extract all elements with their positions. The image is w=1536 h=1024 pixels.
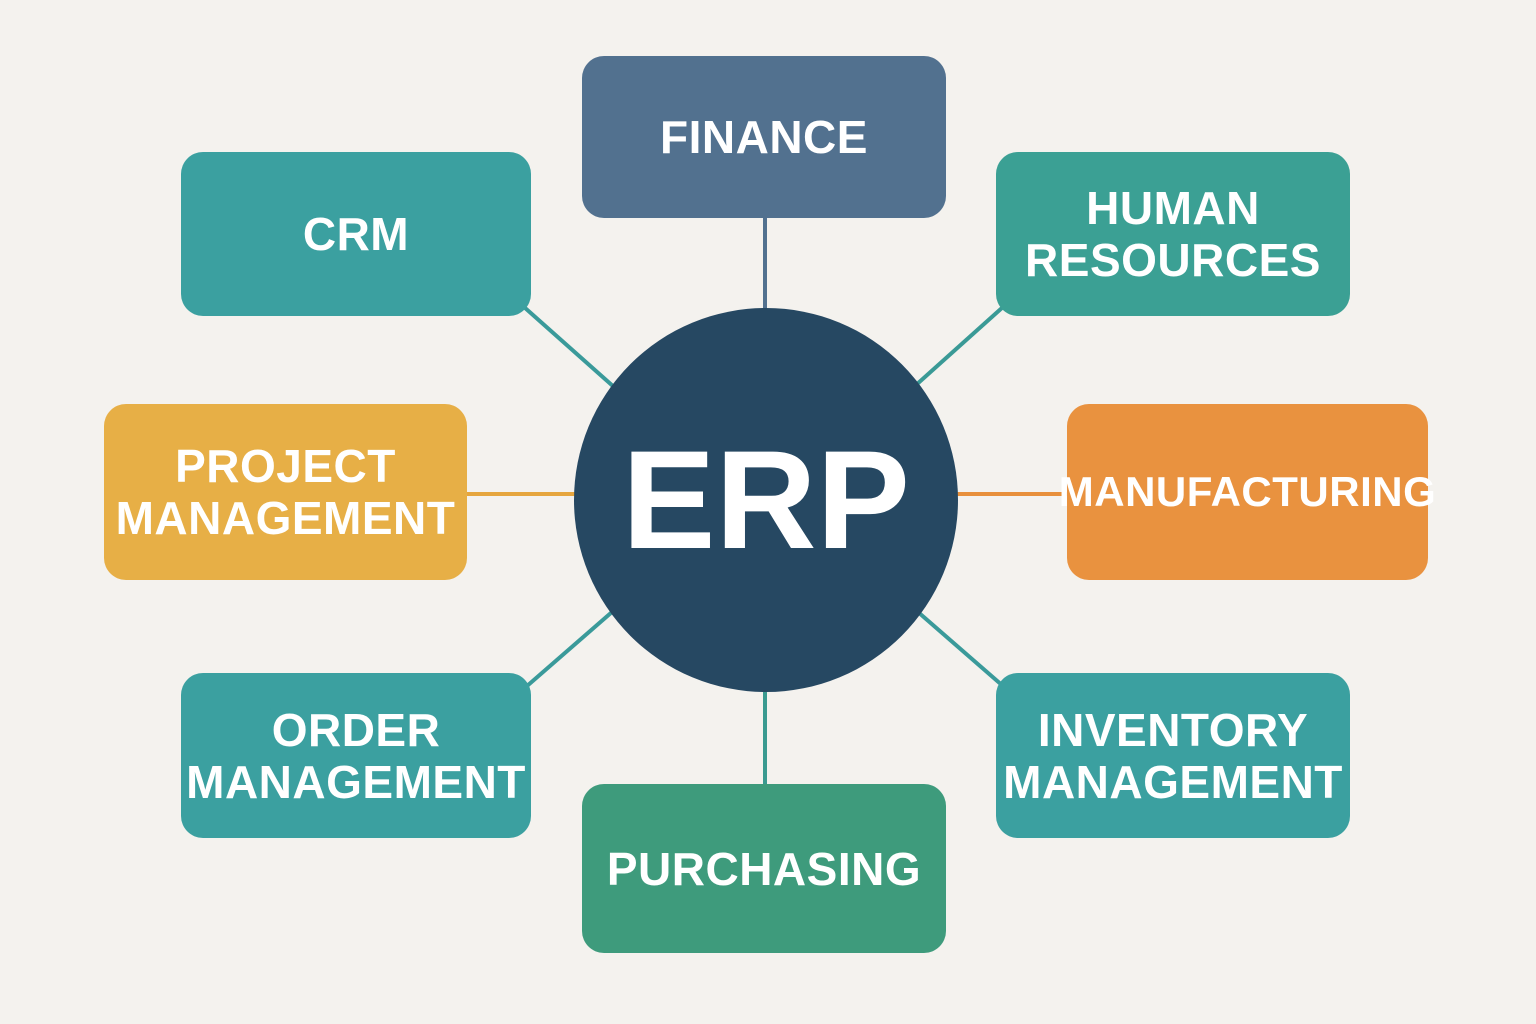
connector-crm: [522, 305, 616, 389]
module-label: FINANCE: [660, 111, 868, 163]
module-label-line2: MANAGEMENT: [115, 492, 456, 544]
module-crm: CRM: [181, 152, 531, 316]
module-label-line1: HUMAN: [1086, 182, 1260, 234]
connector-human-resources: [914, 305, 1005, 387]
module-label-line1: PROJECT: [175, 440, 396, 492]
module-label: PURCHASING: [606, 842, 922, 895]
erp-hub: ERP: [574, 308, 958, 692]
module-label: MANUFACTURING: [1058, 468, 1437, 515]
hub-label: ERP: [622, 421, 910, 578]
module-label-line2: RESOURCES: [1025, 234, 1321, 286]
connector-inventory-management: [916, 610, 1005, 688]
module-label: CRM: [302, 208, 410, 260]
module-label-line1: ORDER: [271, 703, 441, 756]
module-purchasing: PURCHASING: [582, 784, 946, 953]
module-label-line2: MANAGEMENT: [186, 755, 526, 808]
module-label-line2: MANAGEMENT: [1003, 755, 1343, 808]
module-label-line1: INVENTORY: [1037, 703, 1309, 756]
module-finance: FINANCE: [582, 56, 946, 218]
connector-order-management: [525, 610, 614, 688]
module-manufacturing: MANUFACTURING: [1059, 404, 1436, 580]
